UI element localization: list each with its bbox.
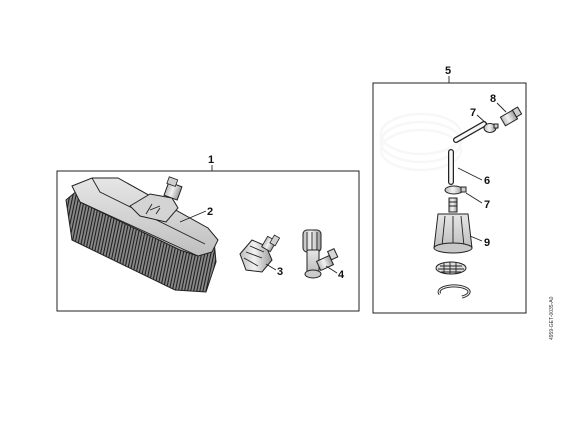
- leader-8: [496, 102, 507, 113]
- leader-7-upper: [476, 114, 488, 125]
- hose-clamp-upper: [483, 123, 499, 133]
- suction-filter: [433, 197, 473, 299]
- callout-7-lower: 7: [484, 199, 490, 211]
- callout-1: 1: [208, 154, 214, 166]
- fan-nozzle: [239, 234, 281, 273]
- wash-brush: [65, 176, 219, 293]
- leader-3: [265, 263, 277, 271]
- callout-8: 8: [490, 93, 496, 105]
- leader-4: [325, 265, 338, 274]
- callout-6: 6: [484, 175, 490, 187]
- hose-clamp-lower: [444, 185, 467, 195]
- leader-9: [469, 235, 483, 242]
- rotary-nozzle: [302, 229, 339, 279]
- callout-4: 4: [338, 269, 345, 281]
- callout-5: 5: [445, 65, 451, 77]
- kit-frame-left: [56, 170, 360, 312]
- callout-2: 2: [207, 206, 213, 218]
- leader-7-lower: [465, 192, 483, 204]
- filter-mesh: [435, 261, 467, 275]
- suction-hose: [379, 112, 487, 185]
- leader-2: [179, 210, 207, 223]
- callout-7-upper: 7: [470, 107, 476, 119]
- leader-6: [457, 167, 483, 181]
- callout-3: 3: [277, 266, 283, 278]
- callout-9: 9: [484, 237, 490, 249]
- hose-connector: [499, 106, 523, 127]
- doc-code: 4959-GET-0035-A0: [549, 296, 555, 340]
- kit-frame-right: [372, 82, 527, 314]
